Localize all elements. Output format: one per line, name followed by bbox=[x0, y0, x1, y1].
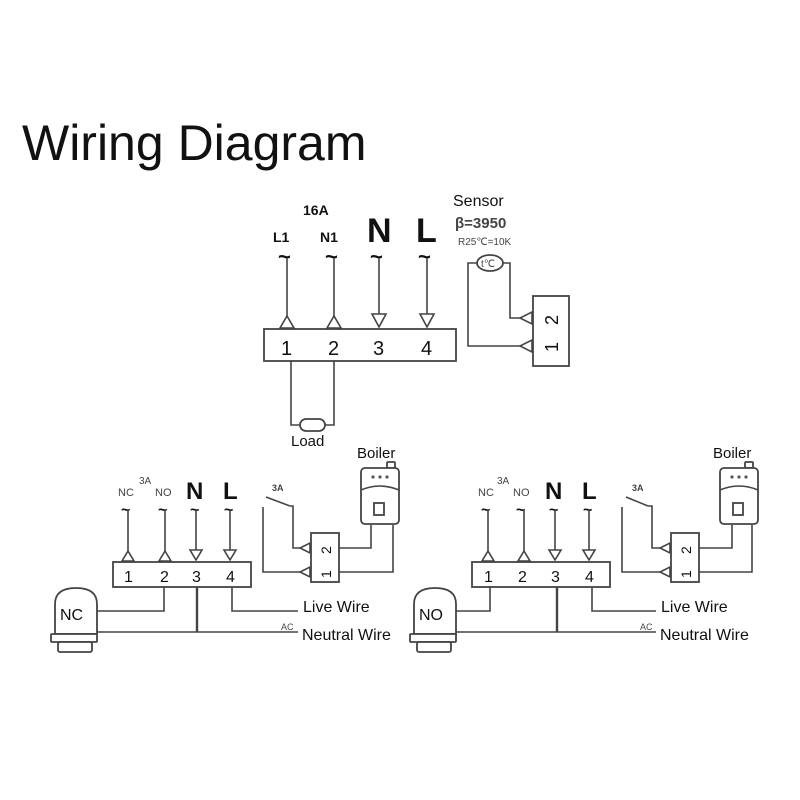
terminal-label-nc: NC bbox=[118, 487, 134, 499]
terminal-label-n1: N1 bbox=[320, 229, 338, 245]
output-arrow-icon bbox=[278, 314, 296, 329]
terminal-label-l: L bbox=[582, 478, 597, 505]
valve-label: NO bbox=[419, 607, 443, 624]
input-arrow-icon bbox=[370, 313, 388, 329]
terminal-number: 1 bbox=[281, 338, 292, 360]
ac-tilde-icon: ~ bbox=[190, 502, 199, 519]
output-arrow-icon bbox=[157, 549, 173, 562]
sensor-terminal-number: 1 bbox=[542, 342, 562, 352]
relay-arrow-icon bbox=[658, 565, 671, 579]
ac-label: AC bbox=[281, 622, 294, 632]
relay-arrow-icon bbox=[658, 541, 671, 555]
boiler-terminal-block bbox=[670, 532, 700, 583]
ac-tilde-icon: ~ bbox=[516, 502, 525, 519]
terminal-number: 2 bbox=[328, 338, 339, 360]
top-rating-label: 16A bbox=[303, 202, 329, 218]
ac-tilde-icon: ~ bbox=[583, 502, 592, 519]
terminal-block bbox=[112, 561, 252, 588]
sensor-resistance: R25℃=10K bbox=[458, 237, 512, 248]
terminal-number: 4 bbox=[585, 569, 594, 586]
terminal-number: 3 bbox=[192, 569, 201, 586]
boiler-terminal-block bbox=[310, 532, 340, 583]
relay-rating-label: 3A bbox=[632, 483, 644, 493]
live-wire-label: Live Wire bbox=[661, 599, 728, 616]
input-arrow-icon bbox=[222, 549, 238, 562]
load-resistor-icon bbox=[299, 418, 326, 432]
sensor-terminal-number: 2 bbox=[542, 315, 562, 325]
input-arrow-icon bbox=[418, 313, 436, 329]
terminal-number: 3 bbox=[373, 338, 384, 360]
terminal-number: 1 bbox=[484, 569, 493, 586]
sensor-terminal-block bbox=[532, 295, 570, 367]
boiler-terminal-number: 1 bbox=[678, 570, 694, 578]
ac-tilde-icon: ~ bbox=[370, 244, 383, 269]
relay-arrow-icon bbox=[298, 565, 311, 579]
input-arrow-icon bbox=[581, 549, 597, 562]
live-wire-label: Live Wire bbox=[303, 599, 370, 616]
sensor-arrow-icon bbox=[518, 310, 533, 326]
terminal-label-l1: L1 bbox=[273, 229, 290, 245]
ac-tilde-icon: ~ bbox=[278, 244, 291, 269]
sensor-arrow-icon bbox=[518, 338, 533, 354]
output-arrow-icon bbox=[480, 549, 496, 562]
sensor-title: Sensor bbox=[453, 193, 504, 210]
thermistor-symbol: t℃ bbox=[481, 259, 495, 270]
terminal-label-n: N bbox=[186, 478, 203, 505]
ac-label: AC bbox=[640, 622, 653, 632]
terminal-number: 4 bbox=[421, 338, 432, 360]
terminal-block bbox=[471, 561, 611, 588]
terminal-number: 2 bbox=[160, 569, 169, 586]
terminal-label-no: NO bbox=[513, 487, 530, 499]
terminal-number: 2 bbox=[518, 569, 527, 586]
output-arrow-icon bbox=[325, 314, 343, 329]
diagram-title: Wiring Diagram bbox=[22, 115, 367, 171]
boiler-terminal-number: 1 bbox=[318, 570, 334, 578]
terminal-block bbox=[263, 328, 457, 362]
relay-rating: 3A bbox=[139, 476, 152, 487]
sensor-beta: β=3950 bbox=[455, 215, 506, 232]
valve-actuator-icon bbox=[409, 587, 457, 653]
input-arrow-icon bbox=[188, 549, 204, 562]
ac-tilde-icon: ~ bbox=[418, 244, 431, 269]
terminal-number: 1 bbox=[124, 569, 133, 586]
terminal-number: 3 bbox=[551, 569, 560, 586]
ac-tilde-icon: ~ bbox=[158, 502, 167, 519]
neutral-wire-label: Neutral Wire bbox=[302, 627, 391, 644]
relay-arrow-icon bbox=[298, 541, 311, 555]
input-arrow-icon bbox=[547, 549, 563, 562]
terminal-label-nc: NC bbox=[478, 487, 494, 499]
terminal-label-n: N bbox=[367, 212, 392, 250]
boiler-icon bbox=[360, 461, 400, 525]
terminal-label-no: NO bbox=[155, 487, 172, 499]
neutral-wire-label: Neutral Wire bbox=[660, 627, 749, 644]
terminal-label-l: L bbox=[416, 212, 437, 250]
ac-tilde-icon: ~ bbox=[481, 502, 490, 519]
ac-tilde-icon: ~ bbox=[325, 244, 338, 269]
bottom-diagram-no: 3A NC NO N L ~ ~ ~ ~ 1 2 3 4 Live Wire A… bbox=[409, 445, 759, 653]
ac-tilde-icon: ~ bbox=[121, 502, 130, 519]
boiler-label: Boiler bbox=[713, 445, 751, 462]
load-label: Load bbox=[291, 433, 324, 450]
boiler-terminal-number: 2 bbox=[678, 546, 694, 554]
output-arrow-icon bbox=[120, 549, 136, 562]
bottom-diagram-nc: 3A NC NO N L ~ ~ ~ ~ 1 2 3 4 Live Wire A… bbox=[50, 445, 400, 653]
terminal-number: 4 bbox=[226, 569, 235, 586]
terminal-label-l: L bbox=[223, 478, 238, 505]
boiler-label: Boiler bbox=[357, 445, 395, 462]
ac-tilde-icon: ~ bbox=[549, 502, 558, 519]
valve-actuator-icon bbox=[50, 587, 98, 653]
sensor: Sensor β=3950 R25℃=10K t℃ 1 2 bbox=[453, 193, 570, 367]
relay-rating: 3A bbox=[497, 476, 510, 487]
top-controller: 16A L1 N1 N L ~ ~ ~ ~ 1 2 3 4 Load bbox=[263, 202, 457, 450]
boiler-terminal-number: 2 bbox=[318, 546, 334, 554]
boiler-icon bbox=[719, 461, 759, 525]
output-arrow-icon bbox=[516, 549, 532, 562]
ac-tilde-icon: ~ bbox=[224, 502, 233, 519]
terminal-label-n: N bbox=[545, 478, 562, 505]
relay-rating-label: 3A bbox=[272, 483, 284, 493]
valve-label: NC bbox=[60, 607, 83, 624]
